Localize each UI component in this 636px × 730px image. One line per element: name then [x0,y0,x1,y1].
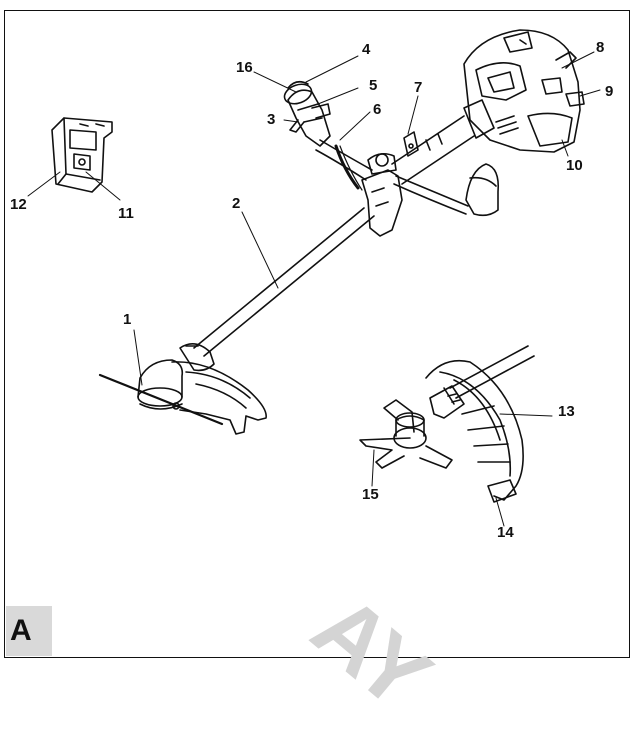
air-filter-unit [51,117,113,193]
callout-13: 13 [558,403,575,420]
blade-assembly [359,345,535,503]
brush-cutter-illustration [27,29,601,527]
throttle-controls [283,80,331,133]
callout-3: 3 [267,111,276,128]
callout-10: 10 [566,157,583,174]
throttle-cable [334,144,363,191]
trimmer-head [98,343,267,435]
callout-7: 7 [414,79,423,96]
handlebar [287,89,500,217]
callout-2: 2 [232,195,241,212]
figure-label: A [10,614,32,647]
drive-shaft [193,207,375,357]
callout-6: 6 [373,101,382,118]
callout-8: 8 [596,39,605,56]
callout-5: 5 [369,77,378,94]
callout-16: 16 [236,59,253,76]
engine [463,29,585,153]
engine-tube [391,99,495,185]
callout-9: 9 [605,83,614,100]
callout-14: 14 [497,524,514,541]
handle-bracket [361,152,403,237]
callout-1: 1 [123,311,132,328]
figure-label-box: A [6,606,52,656]
callout-4: 4 [362,41,371,58]
leader-lines [27,51,601,527]
callout-11: 11 [118,205,134,222]
callout-15: 15 [362,486,379,503]
callout-12: 12 [10,196,27,213]
